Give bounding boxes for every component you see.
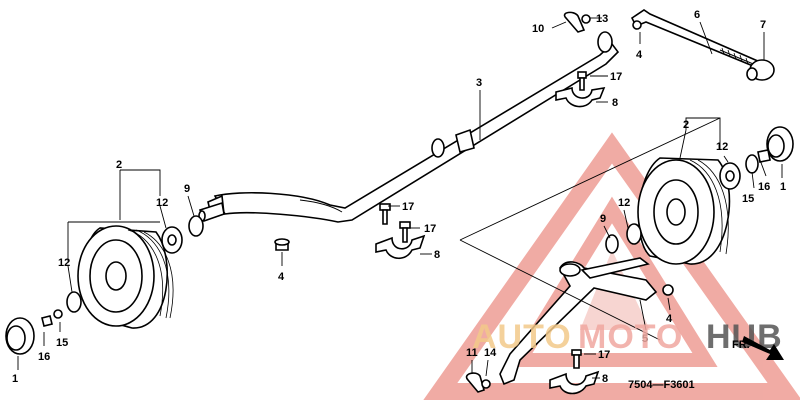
lower-axle-arm (499, 257, 674, 386)
callout-9: 9 (184, 183, 190, 195)
right-wheel-tire (637, 157, 731, 265)
callout-9: 9 (600, 213, 606, 225)
right-wheel-bearing-washers (605, 154, 759, 254)
callout-4: 4 (278, 271, 285, 283)
callout-7: 7 (760, 19, 766, 31)
callout-11: 11 (466, 347, 478, 359)
callout-13: 13 (596, 13, 608, 25)
callout-17: 17 (402, 201, 414, 213)
callout-15: 15 (56, 337, 68, 349)
callout-10: 10 (532, 23, 544, 35)
diagram-code: 7504—F3601 (628, 379, 695, 391)
watermark-part-2: MOTO (578, 318, 683, 356)
callout-2: 2 (116, 159, 122, 171)
left-hubcap (5, 309, 63, 355)
callout-8: 8 (434, 249, 440, 261)
callout-12: 12 (58, 257, 70, 269)
callout-labels: 1 1 2 2 3 4 4 4 5 6 7 8 8 8 9 9 10 11 12… (12, 9, 786, 385)
callout-3: 3 (476, 77, 482, 89)
callout-4: 4 (636, 49, 643, 61)
callout-1: 1 (780, 181, 786, 193)
bracket-upper (555, 71, 606, 108)
callout-6: 6 (694, 9, 700, 21)
callout-12: 12 (716, 141, 728, 153)
callout-2: 2 (683, 119, 689, 131)
left-wheel-tire (77, 225, 174, 329)
bracket-middle (375, 203, 426, 260)
callout-12: 12 (156, 197, 168, 209)
callout-8: 8 (602, 373, 608, 385)
callout-4: 4 (666, 313, 673, 325)
callout-12: 12 (618, 197, 630, 209)
callout-16: 16 (758, 181, 770, 193)
callout-16: 16 (38, 351, 50, 363)
callout-17: 17 (610, 71, 622, 83)
clip-pin-bottom (465, 372, 491, 393)
right-hubcap (757, 126, 794, 163)
clip-pin-top (563, 11, 642, 33)
callout-17: 17 (424, 223, 436, 235)
rear-axle-shaft (198, 31, 620, 223)
callout-14: 14 (484, 347, 497, 359)
leader-lines (17, 17, 783, 379)
cap-4-left (274, 238, 290, 251)
callout-1: 1 (12, 373, 18, 385)
callout-15: 15 (742, 193, 754, 205)
left-wheel-bearing-washers (66, 215, 204, 313)
watermark-part-1: AUTO (472, 318, 572, 356)
callout-17: 17 (598, 349, 610, 361)
callout-5: 5 (642, 333, 648, 345)
bracket-lower (549, 349, 600, 395)
front-direction-arrow-icon: FR. (732, 336, 784, 360)
callout-8: 8 (612, 97, 618, 109)
adjuster-knob (746, 59, 775, 81)
direction-label: FR. (732, 339, 750, 351)
